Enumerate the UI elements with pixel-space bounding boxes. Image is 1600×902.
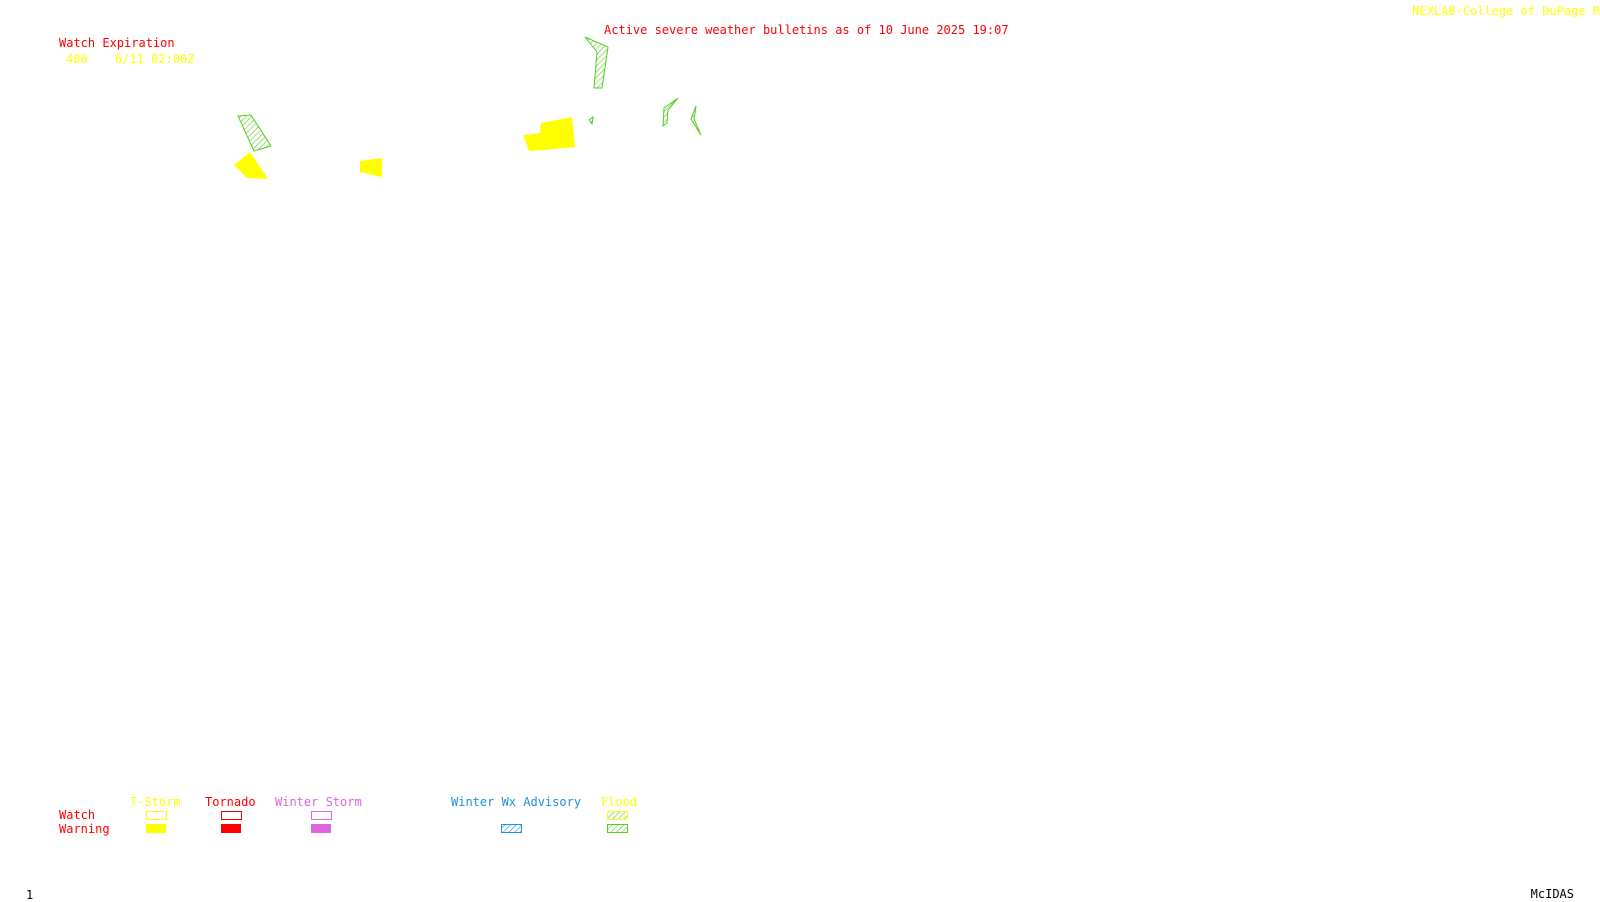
legend-tornado-label: Tornado [205, 795, 256, 809]
legend-winter-storm-label: Winter Storm [275, 795, 362, 809]
bulletin-title: Active severe weather bulletins as of 10… [604, 23, 1009, 37]
tornado-watch-swatch [221, 811, 242, 820]
tornado-warning-swatch [221, 824, 241, 833]
frame-number: 1 [26, 888, 34, 902]
watch-expires: 6/11 02:00Z [115, 52, 195, 66]
legend-swatches [146, 811, 628, 833]
tstorm-watch-swatch [146, 811, 167, 820]
watch-number: 406 [66, 52, 88, 66]
legend-watch-row-label: Watch [59, 808, 96, 822]
legend-warning-row-label: Warning [59, 822, 110, 836]
legend-winter-wx-advisory-label: Winter Wx Advisory [451, 795, 582, 809]
watch-expiration-heading: Watch Expiration [59, 36, 175, 50]
flood-warning-polygon [662, 97, 679, 128]
winter-wx-advisory-swatch [501, 824, 522, 833]
winter-storm-watch-swatch [311, 811, 332, 820]
flood-warning-polygon [237, 114, 272, 152]
software-label: McIDAS [1530, 887, 1574, 901]
flood-warning-polygon [588, 115, 594, 126]
tstorm-warning-polygon [360, 158, 382, 177]
credit-label: NEXLAB-College of DuPage R [1412, 4, 1600, 18]
flood-warning-swatch [607, 824, 628, 833]
winter-storm-warning-swatch [311, 824, 331, 833]
tstorm-warning-polygon [234, 152, 268, 179]
tstorm-warning-swatch [146, 824, 166, 833]
legend-tstorm-label: T-Storm [130, 795, 181, 809]
flood-warning-polygon [584, 36, 609, 89]
flood-watch-swatch [607, 811, 628, 820]
flood-warning-polygon [690, 105, 702, 136]
legend-flood-label: Flood [601, 795, 638, 809]
tstorm-warning-polygon [523, 117, 575, 151]
